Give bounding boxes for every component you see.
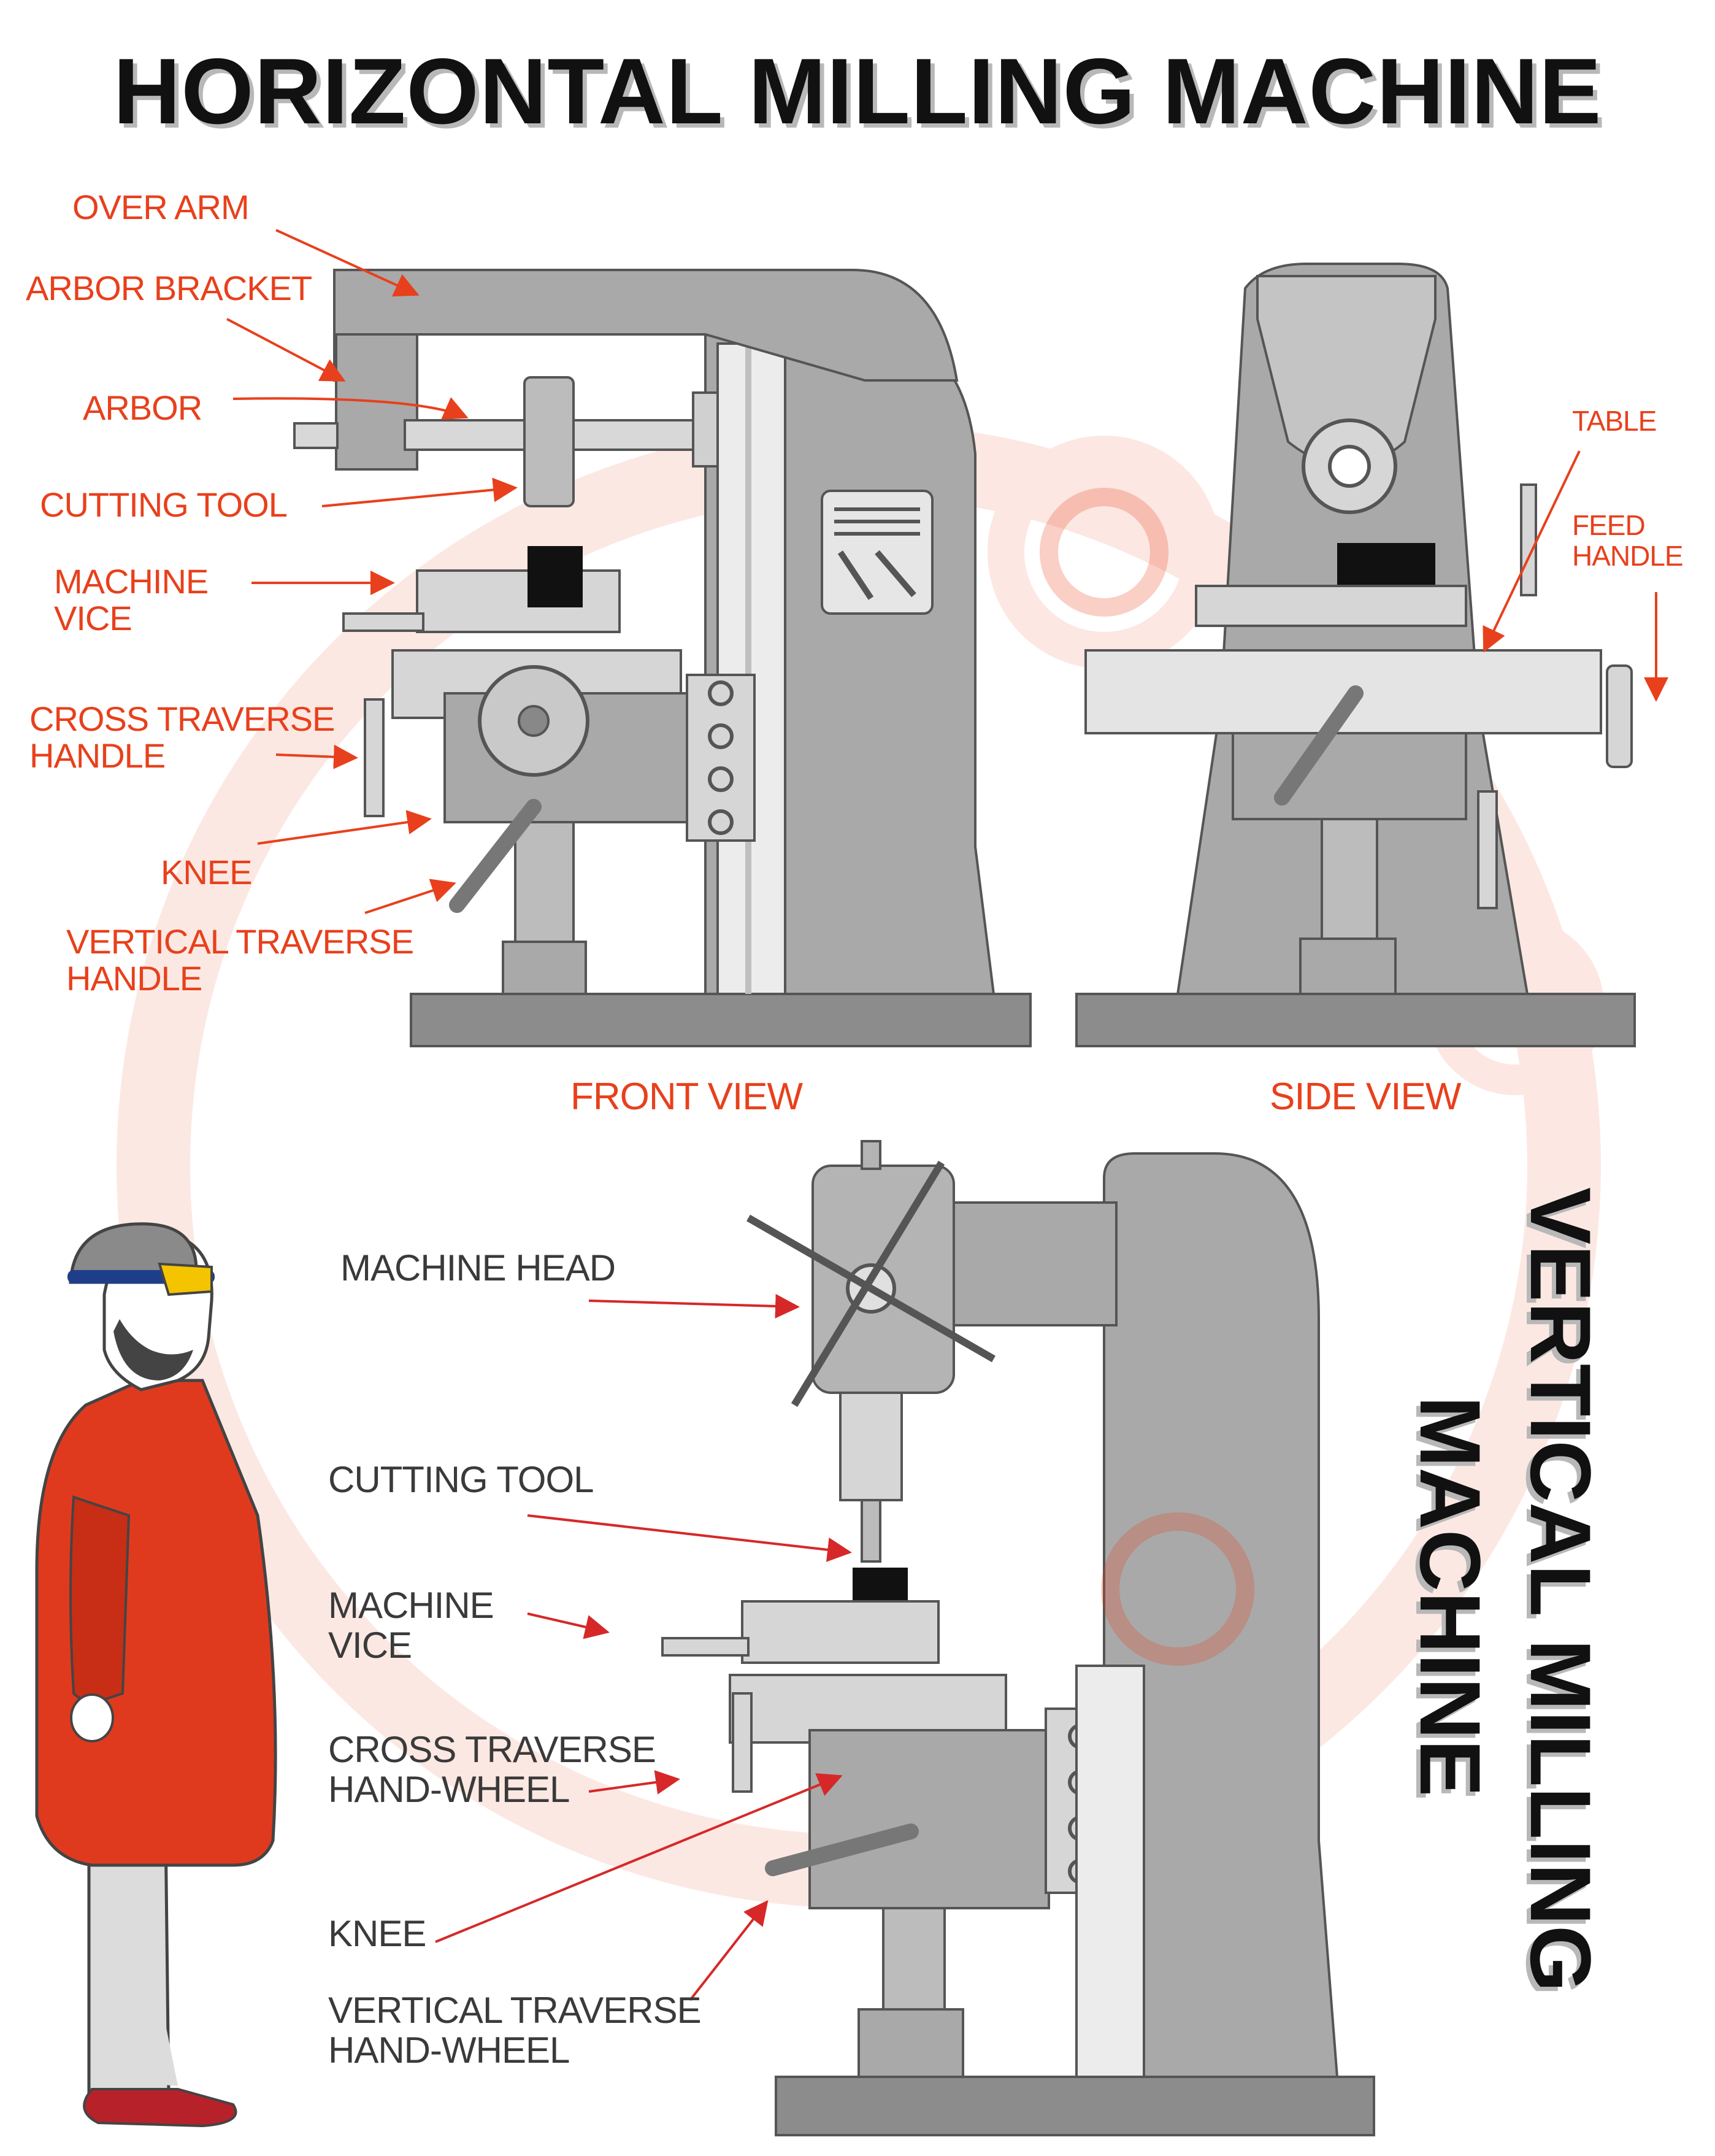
- vertical-base: [775, 2076, 1375, 2136]
- overarm: [333, 269, 959, 382]
- label-machine-vice: MACHINE VICE: [54, 562, 209, 638]
- horizontal-title: HORIZONTAL MILLING MACHINE: [113, 39, 1602, 144]
- vertical-column: [1103, 1152, 1339, 2078]
- vertical-ram: [937, 1201, 1118, 1326]
- label-machine-vice-vertical: MACHINE VICE: [328, 1585, 494, 1666]
- label-over-arm: OVER ARM: [72, 188, 250, 226]
- label-cutting-tool-vertical: CUTTING TOOL: [328, 1459, 594, 1500]
- vertical-title-line1: VERTICAL MILLING: [1513, 1187, 1609, 1992]
- label-feed-handle-line2: HANDLE: [1572, 539, 1684, 572]
- side-base: [1075, 993, 1636, 1047]
- gear-icon: [1040, 488, 1254, 1666]
- label-vertical-traverse-handwheel-line1: VERTICAL TRAVERSE: [328, 1990, 702, 2031]
- label-cross-traverse-line1: CROSS TRAVERSE: [29, 699, 335, 738]
- label-machine-vice-vertical-line2: VICE: [328, 1624, 412, 1666]
- label-vertical-traverse-handwheel-line2: HAND-WHEEL: [328, 2029, 570, 2071]
- vertical-spindle: [839, 1392, 903, 1501]
- side-screw: [1321, 818, 1378, 943]
- label-machine-head: MACHINE HEAD: [340, 1247, 616, 1288]
- side-knee: [1232, 732, 1467, 820]
- label-machine-vice-vertical-line1: MACHINE: [328, 1585, 494, 1626]
- label-feed-handle: FEED HANDLE: [1572, 509, 1684, 572]
- vertical-title: VERTICAL MILLING MACHINE: [1352, 1187, 1616, 2108]
- label-table: TABLE: [1572, 405, 1657, 437]
- operator-figure: [35, 1222, 277, 2128]
- label-cutting-tool: CUTTING TOOL: [40, 485, 288, 524]
- label-vertical-traverse-line1: VERTICAL TRAVERSE: [66, 922, 414, 961]
- vertical-knee: [808, 1729, 1050, 1909]
- label-vertical-traverse-handle: VERTICAL TRAVERSE HANDLE: [66, 922, 414, 998]
- caption-side-view: SIDE VIEW: [1270, 1076, 1461, 1118]
- label-arbor: ARBOR: [83, 388, 202, 427]
- label-vertical-traverse-handwheel: VERTICAL TRAVERSE HAND-WHEEL: [328, 1990, 702, 2071]
- label-knee: KNEE: [161, 853, 252, 891]
- horizontal-side-view: [1075, 263, 1636, 1047]
- horizontal-arrows: [226, 229, 1668, 914]
- front-bolt-plate: [686, 674, 756, 842]
- front-screw: [514, 821, 575, 946]
- label-machine-vice-line2: VICE: [54, 599, 132, 638]
- vertical-screw: [882, 1907, 946, 2011]
- vertical-vice: [741, 1600, 940, 1664]
- operator-coat: [35, 1379, 277, 1867]
- cutter-disk: [523, 376, 575, 507]
- caption-front-view: FRONT VIEW: [570, 1076, 803, 1118]
- label-machine-vice-line1: MACHINE: [54, 562, 209, 601]
- label-cross-traverse-handwheel-line1: CROSS TRAVERSE: [328, 1729, 656, 1770]
- label-cross-traverse-handle: CROSS TRAVERSE HANDLE: [29, 699, 335, 776]
- label-feed-handle-line1: FEED: [1572, 509, 1646, 541]
- front-vice: [416, 569, 621, 633]
- label-cross-traverse-handwheel-line2: HAND-WHEEL: [328, 1768, 570, 1810]
- label-knee-vertical: KNEE: [328, 1913, 426, 1954]
- vertical-arrows: [435, 1293, 852, 2001]
- horizontal-front-view: [293, 269, 1032, 1047]
- label-cross-traverse-handwheel: CROSS TRAVERSE HAND-WHEEL: [328, 1730, 656, 1810]
- front-base: [410, 993, 1032, 1047]
- vertical-machine: [661, 1140, 1375, 2136]
- vertical-title-line2: MACHINE: [1402, 1396, 1498, 1797]
- label-arbor-bracket: ARBOR BRACKET: [26, 269, 312, 307]
- label-cross-traverse-line2: HANDLE: [29, 736, 166, 776]
- label-vertical-traverse-line2: HANDLE: [66, 959, 202, 998]
